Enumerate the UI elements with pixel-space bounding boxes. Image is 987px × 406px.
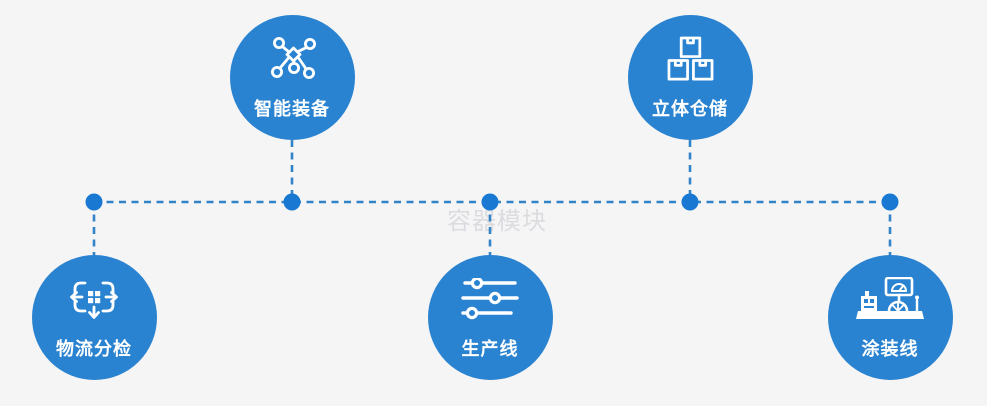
machine-monitor-icon (855, 276, 925, 323)
network-nodes-icon (266, 36, 318, 83)
junction-dot (681, 193, 699, 211)
watermark-text: 容器模块 (447, 208, 547, 235)
node-smart-equipment: 智能装备 (229, 14, 355, 140)
node-warehouse: 立体仓储 (627, 14, 753, 140)
sliders-icon (461, 276, 519, 323)
sorting-arrows-icon (68, 276, 120, 323)
junction-dot (283, 193, 301, 211)
node-label: 智能装备 (254, 98, 330, 119)
node-production: 生产线 (427, 254, 553, 380)
junction-dot (85, 193, 103, 211)
node-painting: 涂装线 (827, 254, 953, 380)
node-logistics: 物流分检 (31, 254, 157, 380)
node-label: 立体仓储 (652, 98, 728, 119)
junction-dot (481, 193, 499, 211)
node-label: 物流分检 (56, 338, 132, 359)
stacked-boxes-icon (667, 36, 714, 83)
node-label: 涂装线 (861, 338, 919, 359)
node-label: 生产线 (461, 338, 519, 359)
junction-dot (881, 193, 899, 211)
